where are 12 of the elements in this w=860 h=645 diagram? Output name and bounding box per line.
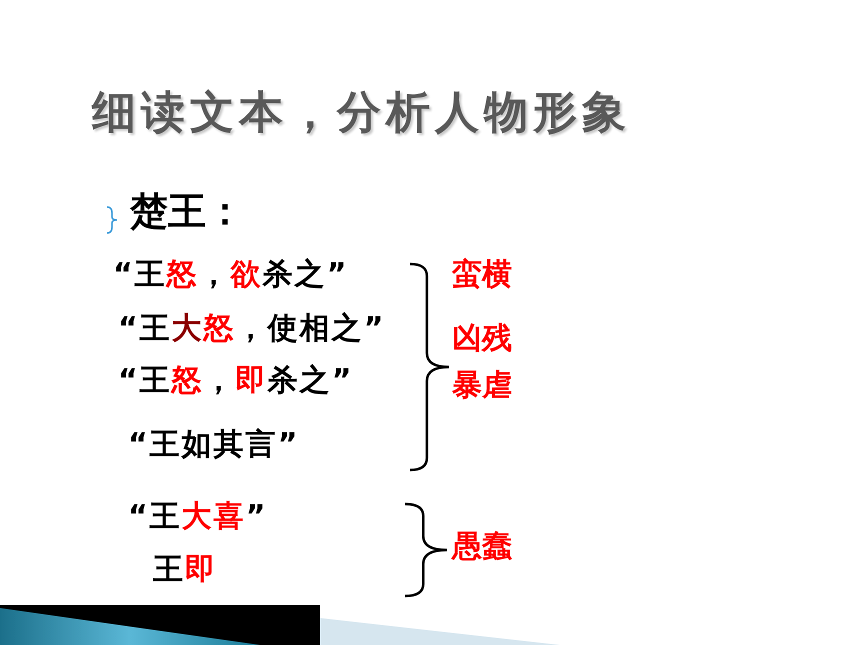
trait-text: 蛮横 xyxy=(452,258,512,292)
slide-title: 细读文本，分析人物形象 xyxy=(92,88,631,139)
quote-text: 王即 xyxy=(153,553,217,588)
quote-text: “王怒，欲杀之” xyxy=(113,258,348,292)
trait-text: 愚蠢 xyxy=(452,530,512,564)
trait-text: 暴虐 xyxy=(452,369,512,404)
quote-text: “王大怒，使相之” xyxy=(118,312,386,346)
speaker-heading: 楚王： xyxy=(130,190,244,234)
quote-text: “王怒，即杀之” xyxy=(118,364,354,398)
quote-text: “王大喜” xyxy=(128,500,268,534)
trait-text: 凶残 xyxy=(452,322,512,356)
quote-text: “王如其言” xyxy=(128,428,300,462)
